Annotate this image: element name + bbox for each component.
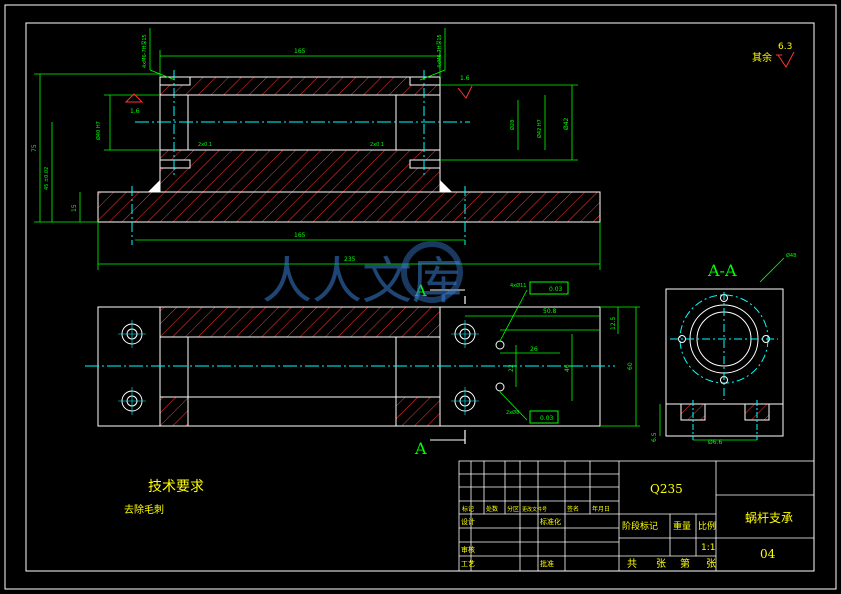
section-marker-bottom: A	[414, 439, 427, 458]
dim-base-total: 235	[344, 256, 356, 263]
top-view: A A 4xØ11 0.03 2xØ8 0.03 50.8 26 22 46 1…	[85, 281, 640, 458]
tb-part-name: 蜗杆支承	[745, 510, 793, 525]
dim-tol-left: 1.6	[130, 108, 140, 115]
dim-base-thickness: 15	[71, 204, 78, 212]
top-hatch-upper	[159, 306, 441, 338]
tb-row-1: 标准化	[540, 517, 561, 526]
dim-inner-dia: Ø28	[509, 120, 516, 130]
dim-hole-bot: 2xØ8	[506, 409, 519, 416]
tb-row-2: 审核	[461, 545, 475, 554]
dim-d2: 26	[530, 346, 538, 353]
tb-scale: 1:1	[701, 543, 715, 553]
dim-total: 60	[627, 362, 634, 370]
tb-sheet-1: 张	[656, 558, 666, 570]
tb-header-4: 签名	[567, 505, 579, 513]
watermark: 人人文库	[262, 241, 463, 310]
tb-sheet-2: 第	[680, 557, 690, 570]
front-base-plate	[97, 191, 601, 223]
notes-title: 技术要求	[148, 479, 204, 495]
section-dim-height: 6.5	[651, 432, 658, 442]
inner-frame	[25, 22, 815, 572]
dim-right-bore: Ø42 H7	[536, 119, 543, 138]
tb-row-4: 批准	[540, 559, 554, 568]
dim-left-bore: Ø40 H7	[95, 121, 102, 140]
tb-header-2: 分区	[507, 505, 519, 513]
dim-overall-height: 75	[31, 144, 38, 152]
watermark-text: 人人文库	[262, 252, 462, 310]
technical-notes: 技术要求 去除毛刺	[124, 479, 204, 516]
tb-header-0: 标记	[462, 505, 474, 513]
dim-d1: 22	[508, 364, 515, 372]
dim-bore-center: 45 ±0.02	[44, 167, 50, 190]
notes-item: 去除毛刺	[124, 503, 164, 516]
dim-edge: 12.5	[610, 316, 617, 330]
front-view: 165 165 235 75 45 ±0.02 15 Ø40 H7 Ø28 Ø4…	[31, 28, 601, 270]
dim-thread-left: 4xM6-7H深15	[141, 34, 148, 68]
front-upper-hatch-bottom	[159, 149, 441, 193]
tb-header-1: 处数	[486, 505, 498, 513]
dim-tol-right: 1.6	[460, 75, 470, 82]
tb-header-3: 更改文件号	[522, 506, 547, 513]
tb-stage-0: 阶段标记	[622, 520, 658, 532]
section-marker-top: A	[414, 281, 427, 300]
roughness-label: 其余	[752, 51, 772, 64]
dim-chamfer-right: 2x0.1	[370, 142, 384, 148]
outer-frame	[4, 4, 837, 590]
dim-hole-top: 4xØ11	[510, 282, 526, 289]
tb-stage-1: 重量	[673, 520, 691, 532]
section-label: A-A	[707, 261, 737, 280]
section-dim-width: Ø6.6	[708, 439, 722, 446]
tb-material: Q235	[650, 482, 683, 496]
dim-tol-bot: 0.03	[540, 415, 554, 422]
section-dim-dia: Ø48	[786, 252, 796, 259]
tb-sheet-3: 张	[706, 558, 716, 570]
roughness-note: 其余 6.3	[752, 42, 795, 68]
dim-slot-w: 50.8	[543, 308, 557, 315]
section-view: A-A Ø48 Ø6.6 6.5	[651, 252, 796, 446]
dim-thread-right: 4xM6-7H深15	[436, 34, 443, 68]
tb-stage-2: 比例	[698, 520, 716, 532]
tb-row-0: 设计	[461, 517, 475, 526]
dim-d3: 46	[564, 364, 571, 372]
dim-base-inner: 165	[294, 232, 306, 239]
dim-outer-dia: Ø42	[563, 117, 570, 130]
tb-header-5: 年月日	[592, 505, 610, 513]
front-upper-hatch-top	[159, 76, 441, 96]
title-block-text: 标记 处数 分区 更改文件号 签名 年月日 设计 标准化 审核 工艺 批准 Q2…	[461, 482, 793, 570]
dim-top-length: 165	[294, 48, 306, 55]
tb-drawing-no: 04	[760, 547, 776, 561]
dim-chamfer-left: 2x0.1	[198, 142, 212, 148]
dim-tol-top: 0.03	[549, 286, 563, 293]
roughness-value: 6.3	[778, 42, 792, 52]
section-base	[665, 403, 784, 437]
tb-row-3: 工艺	[461, 560, 475, 568]
title-block	[458, 460, 815, 572]
tb-sheet-0: 共	[627, 558, 637, 570]
